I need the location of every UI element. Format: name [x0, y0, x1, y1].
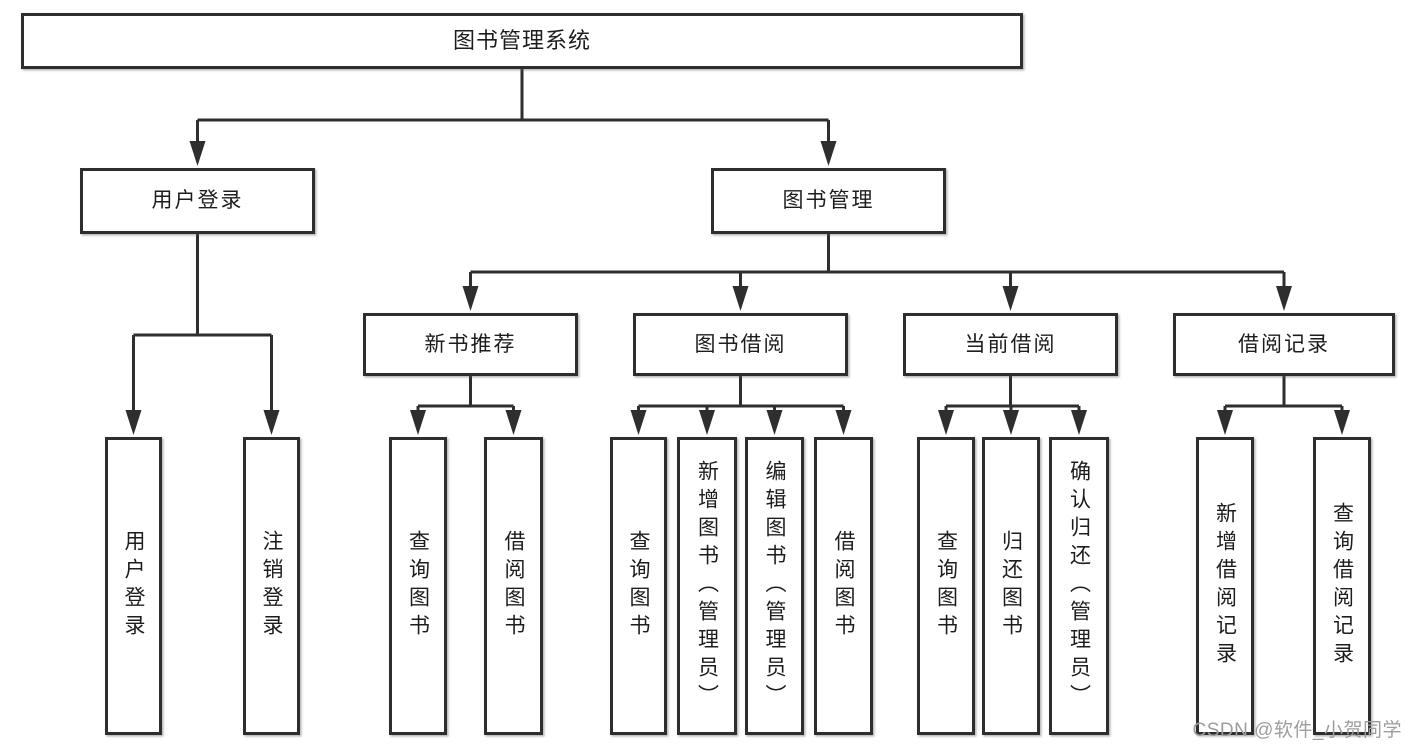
leaf-add-borrow-record: 新增借阅记录 [1196, 437, 1254, 735]
node-borrowing-records: 借阅记录 [1173, 313, 1395, 376]
leaf-add-book-admin: 新增图书（管理员） [677, 437, 737, 735]
connector-user-login-children [132, 234, 273, 417]
leaf-query-borrow-record-label: 查询借阅记录 [1330, 502, 1354, 670]
leaf-logout-label: 注销登录 [260, 530, 283, 642]
leaf-recommend-borrow-book-label: 借阅图书 [502, 530, 525, 642]
node-new-book-recommend-label: 新书推荐 [424, 332, 517, 356]
leaf-recommend-query-book-label: 查询图书 [406, 530, 430, 642]
leaf-query-borrow-record: 查询借阅记录 [1313, 437, 1371, 735]
leaf-return-book-label: 归还图书 [999, 530, 1023, 642]
node-user-login-label: 用户登录 [151, 189, 244, 213]
node-root: 图书管理系统 [21, 13, 1023, 69]
leaf-borrowing-borrow-book-label: 借阅图书 [832, 530, 855, 642]
leaf-borrowing-query-book-label: 查询图书 [627, 530, 650, 642]
leaf-borrowing-query-book: 查询图书 [610, 437, 667, 735]
node-book-borrowing-label: 图书借阅 [694, 332, 787, 356]
connector-book-management-children [469, 234, 1286, 293]
leaf-edit-book-admin-label: 编辑图书（管理员） [763, 460, 786, 712]
leaf-current-query-book-label: 查询图书 [934, 530, 958, 642]
node-book-borrowing: 图书借阅 [633, 313, 848, 376]
leaf-edit-book-admin: 编辑图书（管理员） [745, 437, 804, 735]
leaf-recommend-borrow-book: 借阅图书 [484, 437, 543, 735]
leaf-recommend-query-book: 查询图书 [389, 437, 447, 735]
leaf-user-login: 用户登录 [105, 437, 162, 735]
leaf-current-query-book: 查询图书 [917, 437, 975, 735]
node-user-login: 用户登录 [80, 168, 315, 234]
node-root-label: 图书管理系统 [452, 27, 591, 53]
leaf-logout: 注销登录 [243, 437, 300, 735]
node-borrowing-records-label: 借阅记录 [1238, 332, 1330, 356]
node-book-management-label: 图书管理 [782, 189, 875, 213]
node-new-book-recommend: 新书推荐 [363, 313, 578, 376]
leaf-user-login-label: 用户登录 [122, 530, 145, 642]
connector-book-borrowing-children [637, 376, 845, 417]
node-book-management: 图书管理 [711, 168, 946, 234]
leaf-borrowing-borrow-book: 借阅图书 [814, 437, 873, 735]
leaf-return-book: 归还图书 [982, 437, 1040, 735]
connector-root-to-level2 [196, 69, 830, 148]
connector-new-book-recommend-children [416, 376, 515, 417]
node-current-borrowing-label: 当前借阅 [964, 332, 1057, 356]
node-current-borrowing: 当前借阅 [903, 313, 1118, 376]
watermark-text: CSDN @软件_小贺同学 [1192, 720, 1402, 741]
leaf-confirm-return-admin: 确认归还（管理员） [1049, 437, 1109, 735]
leaf-add-book-admin-label: 新增图书（管理员） [695, 460, 719, 712]
leaf-confirm-return-admin-label: 确认归还（管理员） [1067, 460, 1091, 712]
leaf-add-borrow-record-label: 新增借阅记录 [1213, 502, 1237, 670]
connector-borrowing-records-children [1223, 376, 1344, 417]
connector-current-borrowing-children [944, 376, 1081, 417]
